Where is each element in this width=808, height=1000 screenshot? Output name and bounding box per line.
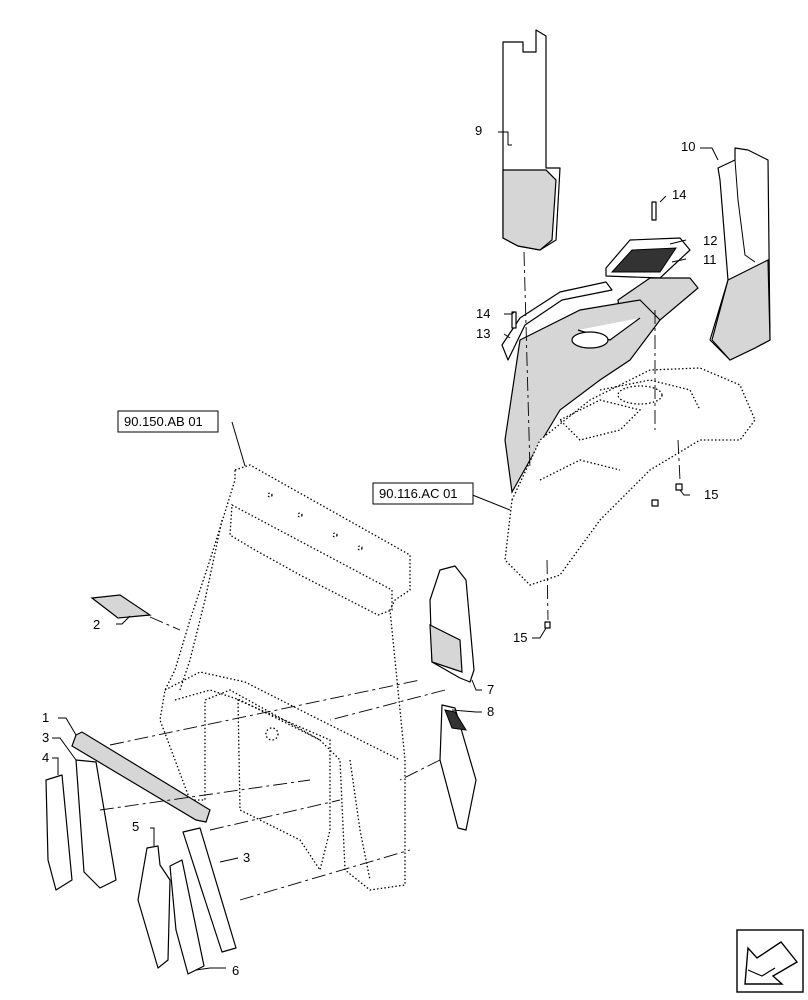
callout-7: 7: [487, 682, 494, 697]
screw-14-left: [511, 311, 517, 329]
callout-8: 8: [487, 704, 494, 719]
callout-11: 11: [703, 252, 717, 267]
cab-frame: [159, 464, 411, 891]
reference-console-label: 90.116.AC 01: [379, 486, 458, 501]
callout-15-bottom: 15: [513, 630, 527, 645]
callout-2: 2: [93, 617, 100, 632]
upper-console-assembly: [501, 237, 756, 586]
callout-15-console: 15: [704, 487, 718, 502]
part-2-wedge: [90, 594, 152, 619]
callout-10: 10: [681, 139, 695, 154]
callout-3-left: 3: [42, 730, 49, 745]
callout-labels: 9 10 14 12 11 14 13 15 2 15 7 8 1 3 4 5 …: [42, 123, 718, 978]
chain-lines: [99, 251, 681, 901]
callout-14-left: 14: [476, 306, 490, 321]
reference-cab-label: 90.150.AB 01: [124, 414, 203, 429]
callout-3-bottom: 3: [243, 850, 250, 865]
arrow-icon[interactable]: [736, 929, 804, 993]
callout-1: 1: [42, 710, 49, 725]
leader-lines: [52, 131, 719, 971]
callout-4: 4: [42, 750, 49, 765]
reference-cab[interactable]: 90.150.AB 01: [117, 410, 219, 433]
part-8-panel: [439, 704, 477, 831]
callout-9: 9: [475, 123, 482, 138]
part-9-pillar-trim: [502, 29, 561, 251]
part-4-left-panel: [45, 774, 73, 891]
callout-6: 6: [232, 963, 239, 978]
clip-15-console-b: [651, 499, 659, 507]
clip-15-bottom: [544, 621, 551, 629]
part-3-left-panel: [75, 759, 117, 889]
callout-12: 12: [703, 233, 717, 248]
reference-console[interactable]: 90.116.AC 01: [372, 482, 474, 505]
part-3-bottom-panel: [182, 827, 237, 953]
callout-13: 13: [476, 326, 490, 341]
part-5-bottom-panel: [137, 845, 171, 969]
callout-14-top: 14: [672, 187, 686, 202]
part-7-pad: [429, 565, 475, 683]
callout-5: 5: [132, 819, 139, 834]
clip-15-console: [675, 483, 683, 491]
screw-14-top: [651, 201, 657, 221]
part-10-right-trim: [709, 147, 771, 361]
